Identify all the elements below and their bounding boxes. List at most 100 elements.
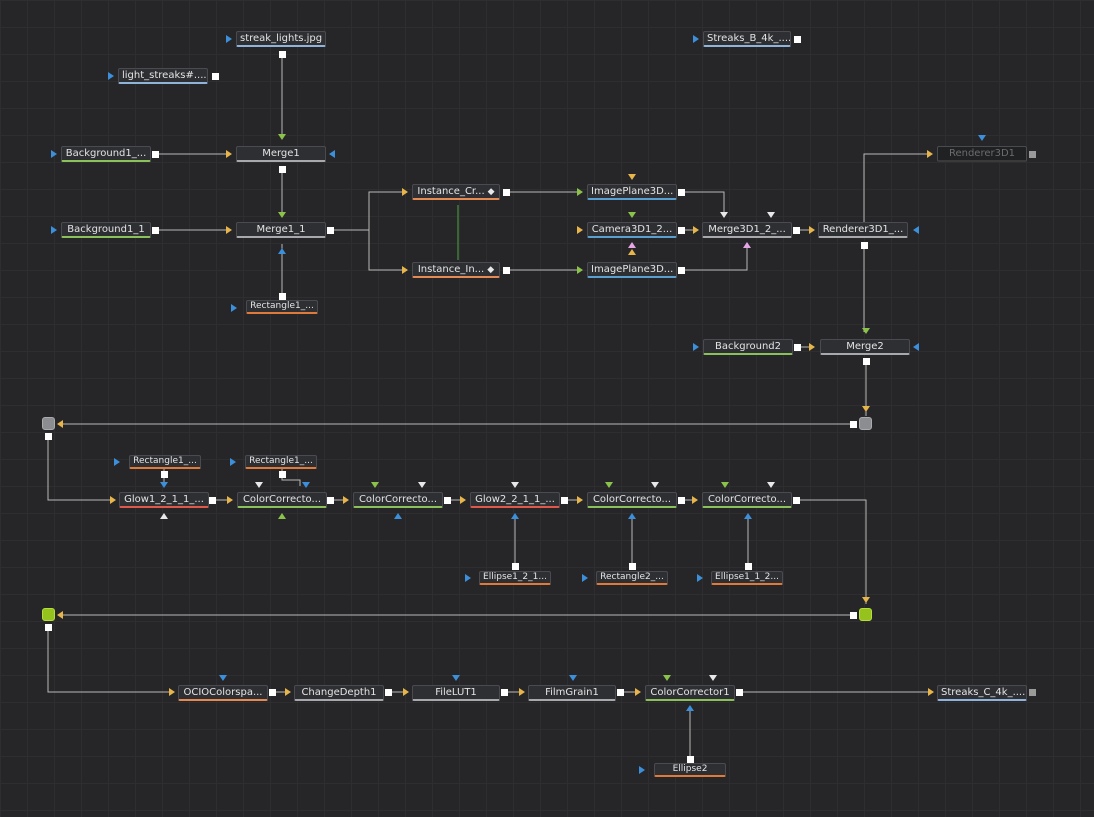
input-port-icon[interactable] xyxy=(227,496,233,504)
input-port-icon[interactable] xyxy=(767,212,775,218)
node-ociocolorspace[interactable]: OCIOColorspa... xyxy=(178,685,268,701)
output-port-icon[interactable] xyxy=(850,421,857,428)
input-port-icon[interactable] xyxy=(230,458,236,466)
input-port-icon[interactable] xyxy=(371,482,379,488)
input-port-icon[interactable] xyxy=(720,212,728,218)
input-port-icon[interactable] xyxy=(452,675,460,681)
node-colorcorrector-d[interactable]: ColorCorrecto... xyxy=(702,492,792,508)
output-port-icon[interactable] xyxy=(793,497,800,504)
output-port-icon[interactable] xyxy=(863,358,870,365)
output-port-icon[interactable] xyxy=(269,689,276,696)
input-port-icon[interactable] xyxy=(577,496,583,504)
input-port-icon[interactable] xyxy=(743,242,751,248)
input-port-icon[interactable] xyxy=(519,688,525,696)
node-camera3d1-2[interactable]: Camera3D1_2... xyxy=(587,222,677,238)
input-port-icon[interactable] xyxy=(418,482,426,488)
output-port-icon[interactable] xyxy=(152,227,159,234)
node-colorcorrector1[interactable]: ColorCorrector1 xyxy=(645,685,735,701)
node-rectangle1-b[interactable]: Rectangle1_... xyxy=(129,455,201,469)
output-port-icon[interactable] xyxy=(161,471,168,478)
output-port-icon[interactable] xyxy=(617,689,624,696)
input-port-icon[interactable] xyxy=(809,226,815,234)
node-background1-1[interactable]: Background1_1 xyxy=(61,222,151,238)
input-port-icon[interactable] xyxy=(913,226,919,234)
output-port-icon[interactable] xyxy=(45,433,52,440)
node-colorcorrector-c[interactable]: ColorCorrecto... xyxy=(587,492,677,508)
input-port-icon[interactable] xyxy=(651,482,659,488)
input-port-icon[interactable] xyxy=(51,150,57,158)
router-bottom-left[interactable] xyxy=(42,608,55,621)
node-streaks-b-4k[interactable]: Streaks_B_4k_.... xyxy=(703,31,791,47)
router-top-left[interactable] xyxy=(42,417,55,430)
node-ellipse2[interactable]: Ellipse2 xyxy=(654,763,726,777)
input-port-icon[interactable] xyxy=(628,513,636,519)
node-glow2-2-1-1[interactable]: Glow2_2_1_1_... xyxy=(470,492,560,508)
output-port-icon[interactable] xyxy=(629,563,636,570)
node-background1[interactable]: Background1_... xyxy=(61,146,151,162)
node-background2[interactable]: Background2 xyxy=(703,339,793,355)
node-imageplane3d-b[interactable]: ImagePlane3D... xyxy=(587,262,677,278)
input-port-icon[interactable] xyxy=(577,266,583,274)
input-port-icon[interactable] xyxy=(628,174,636,180)
input-port-icon[interactable] xyxy=(709,675,717,681)
input-port-icon[interactable] xyxy=(403,688,409,696)
output-port-icon[interactable] xyxy=(209,497,216,504)
node-instance-cr[interactable]: Instance_Cr...◆ xyxy=(412,184,500,200)
node-glow1-2-1-1[interactable]: Glow1_2_1_1_... xyxy=(119,492,209,508)
node-light-streaks-loader[interactable]: light_streaks#.... xyxy=(118,68,208,84)
input-port-icon[interactable] xyxy=(343,496,349,504)
node-filelut1[interactable]: FileLUT1 xyxy=(412,685,500,701)
input-port-icon[interactable] xyxy=(693,226,699,234)
output-port-icon[interactable] xyxy=(678,497,685,504)
node-merge3d1-2[interactable]: Merge3D1_2_... xyxy=(702,222,792,238)
input-port-icon[interactable] xyxy=(862,406,870,412)
input-port-icon[interactable] xyxy=(862,328,870,334)
input-port-icon[interactable] xyxy=(226,226,232,234)
node-renderer3d1[interactable]: Renderer3D1 xyxy=(937,146,1027,162)
input-port-icon[interactable] xyxy=(278,134,286,140)
input-port-icon[interactable] xyxy=(635,688,641,696)
output-port-icon[interactable] xyxy=(212,73,219,80)
input-port-icon[interactable] xyxy=(460,496,466,504)
output-port-icon[interactable] xyxy=(327,227,334,234)
node-streak-lights-jpg[interactable]: streak_lights.jpg xyxy=(236,31,326,47)
node-merge2[interactable]: Merge2 xyxy=(820,339,910,355)
node-rectangle2[interactable]: Rectangle2_... xyxy=(596,571,668,585)
input-port-icon[interactable] xyxy=(302,482,310,488)
input-port-icon[interactable] xyxy=(686,705,694,711)
node-instance-in[interactable]: Instance_In...◆ xyxy=(412,262,500,278)
input-port-icon[interactable] xyxy=(577,226,583,234)
input-port-icon[interactable] xyxy=(744,513,752,519)
input-port-icon[interactable] xyxy=(721,482,729,488)
node-streaks-c-4k[interactable]: Streaks_C_4k_.... xyxy=(937,685,1027,701)
input-port-icon[interactable] xyxy=(697,574,703,582)
output-port-icon[interactable] xyxy=(152,151,159,158)
input-port-icon[interactable] xyxy=(169,688,175,696)
input-port-icon[interactable] xyxy=(928,688,934,696)
output-port-icon[interactable] xyxy=(1029,689,1036,696)
input-port-icon[interactable] xyxy=(329,150,335,158)
node-rectangle1-a[interactable]: Rectangle1_... xyxy=(246,300,318,314)
input-port-icon[interactable] xyxy=(160,513,168,519)
output-port-icon[interactable] xyxy=(794,344,801,351)
input-port-icon[interactable] xyxy=(639,766,645,774)
output-port-icon[interactable] xyxy=(745,563,752,570)
input-port-icon[interactable] xyxy=(110,496,116,504)
output-port-icon[interactable] xyxy=(444,497,451,504)
output-port-icon[interactable] xyxy=(279,471,286,478)
node-filmgrain1[interactable]: FilmGrain1 xyxy=(528,685,616,701)
input-port-icon[interactable] xyxy=(693,35,699,43)
output-port-icon[interactable] xyxy=(861,242,868,249)
output-port-icon[interactable] xyxy=(678,189,685,196)
input-port-icon[interactable] xyxy=(862,597,870,603)
output-port-icon[interactable] xyxy=(279,51,286,58)
input-port-icon[interactable] xyxy=(767,482,775,488)
output-port-icon[interactable] xyxy=(850,612,857,619)
input-port-icon[interactable] xyxy=(278,212,286,218)
input-port-icon[interactable] xyxy=(278,248,286,254)
input-port-icon[interactable] xyxy=(226,35,232,43)
output-port-icon[interactable] xyxy=(503,267,510,274)
router-top-right[interactable] xyxy=(859,417,872,430)
node-changedepth1[interactable]: ChangeDepth1 xyxy=(294,685,384,701)
